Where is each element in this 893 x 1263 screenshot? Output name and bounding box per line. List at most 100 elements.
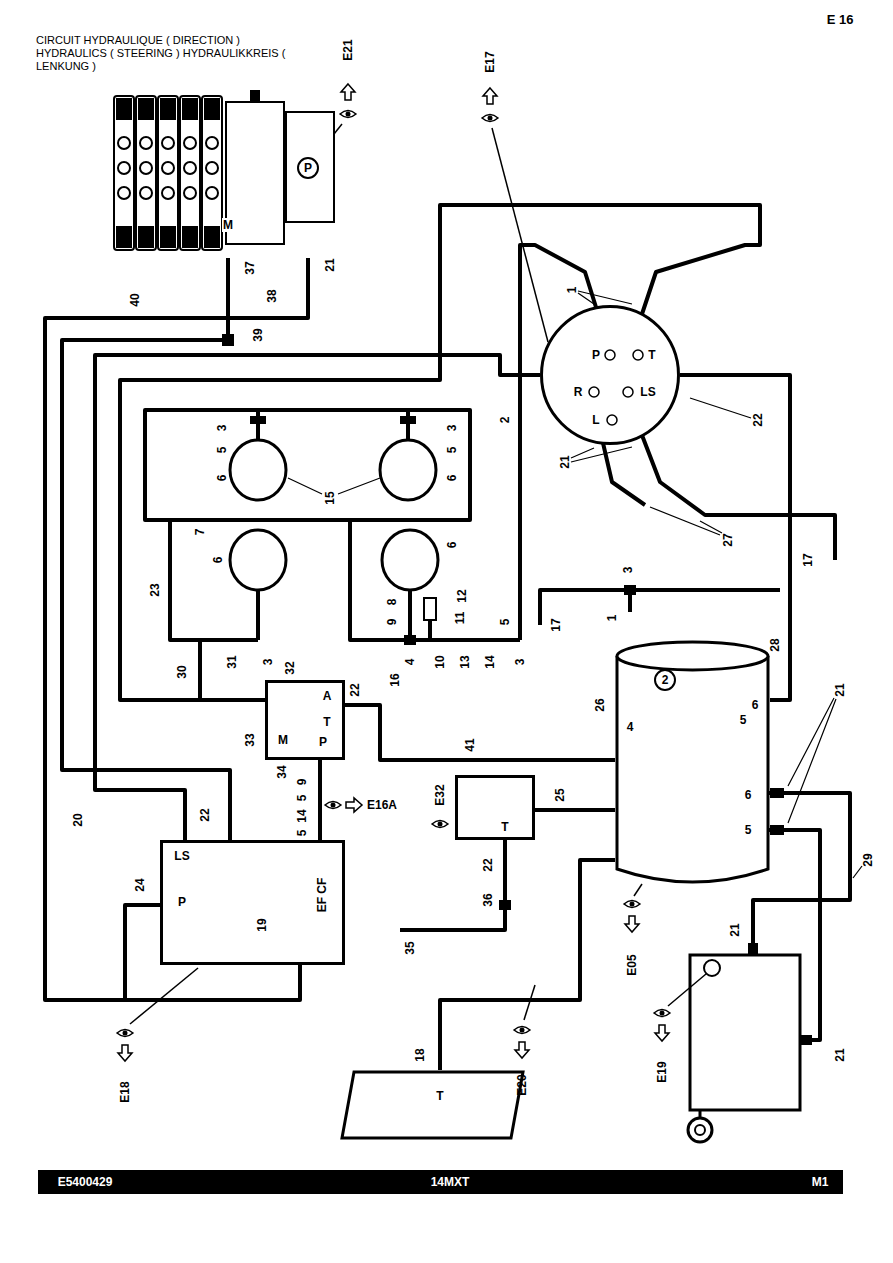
pointer-line — [634, 884, 642, 896]
callout-number: 22 — [348, 683, 362, 696]
callout-number: 5 — [215, 447, 229, 454]
hose-fitting — [748, 943, 758, 955]
page-reference: E16A — [367, 798, 397, 812]
leader-line — [571, 447, 632, 462]
port-letter: T — [323, 715, 330, 729]
valve-block: ATMP — [265, 680, 345, 760]
solenoid — [204, 98, 220, 120]
port-plug — [140, 187, 152, 199]
port-symbol — [623, 387, 633, 397]
callout-number: 32 — [283, 661, 297, 674]
hydraulic-tank: 246565 — [615, 640, 770, 885]
port-plug — [184, 162, 196, 174]
hose-line — [258, 410, 408, 440]
inlet-body — [226, 102, 284, 244]
port-plug — [184, 187, 196, 199]
callout-number: 11 — [453, 612, 467, 625]
hose-line — [120, 205, 760, 700]
callout-number: 31 — [225, 655, 239, 668]
callout-number: 15 — [323, 491, 337, 504]
cylinder-gauge — [704, 960, 720, 976]
port-letter: 5 — [745, 823, 752, 837]
callout-number: 21 — [833, 683, 847, 696]
eye-pupil — [660, 1011, 665, 1016]
port-ring — [298, 158, 318, 178]
callout-number: 3 — [445, 425, 459, 432]
callout-number: 29 — [861, 853, 875, 866]
port-letter: EF CF — [315, 878, 329, 913]
eye-pupil — [438, 822, 443, 827]
port-symbol — [607, 415, 617, 425]
callout-number: 23 — [148, 583, 162, 596]
callout-number: 6 — [211, 557, 225, 564]
port-symbol — [633, 350, 643, 360]
rod-eye-hole — [695, 1125, 705, 1135]
callout-number: 16 — [388, 673, 402, 686]
solenoid — [116, 226, 132, 248]
port-plug — [118, 137, 130, 149]
port-letter: M — [222, 218, 234, 232]
callout-number: 14 — [483, 655, 497, 668]
eye-symbol — [624, 901, 640, 908]
hose-line — [535, 808, 615, 812]
accumulator — [230, 530, 286, 590]
callout-number: 33 — [243, 733, 257, 746]
port-letter: LS — [640, 385, 655, 399]
port-plug — [118, 187, 130, 199]
leader-line — [578, 291, 632, 304]
eye-pupil — [346, 112, 351, 117]
callout-number: 10 — [433, 655, 447, 668]
box-outline — [457, 777, 534, 839]
callout-number: 19 — [255, 918, 269, 931]
port-letter: P — [178, 895, 186, 909]
port-letter: P — [303, 161, 313, 175]
port-plug — [118, 162, 130, 174]
footer-code: M1 — [812, 1175, 829, 1189]
return-block-outline — [340, 1070, 525, 1140]
port-letter: 2 — [662, 673, 669, 687]
valve-section — [180, 96, 200, 250]
eye-symbol — [654, 1010, 670, 1017]
pointer-line — [668, 974, 706, 1006]
hose-line — [600, 430, 835, 560]
callout-number: 6 — [445, 475, 459, 482]
hose-line — [540, 590, 780, 625]
port-plug — [162, 162, 174, 174]
port-plug — [140, 162, 152, 174]
page-reference: E05 — [625, 954, 639, 975]
port-plug — [184, 137, 196, 149]
page-reference: E19 — [655, 1061, 669, 1082]
port-plug — [140, 137, 152, 149]
solenoid — [138, 98, 154, 120]
eye-symbol — [514, 1027, 530, 1034]
steering-cylinder — [690, 955, 800, 1110]
reference-arrow — [625, 916, 639, 932]
callout-number: 25 — [553, 788, 567, 801]
port-symbol — [589, 387, 599, 397]
callout-number: 27 — [721, 533, 735, 546]
port-letter: L — [592, 413, 599, 427]
page-reference: E32 — [433, 784, 447, 805]
port-letter: P — [319, 735, 327, 749]
callout-number: 3 — [513, 659, 527, 666]
callout-number: 22 — [751, 413, 765, 426]
callout-number: 35 — [403, 941, 417, 954]
tee-fitting — [250, 416, 266, 424]
footer-code: E5400429 — [58, 1175, 113, 1189]
hose-fitting — [770, 788, 784, 798]
accumulator — [230, 440, 286, 500]
callout-number: 3 — [215, 425, 229, 432]
accumulator — [382, 530, 438, 590]
solenoid — [182, 98, 198, 120]
reference-arrow — [341, 84, 355, 100]
control-valve: MP — [110, 88, 338, 258]
hose-line — [440, 860, 615, 1070]
end-block — [286, 112, 334, 222]
pressure-switch — [424, 598, 436, 620]
tee-fitting — [624, 585, 636, 595]
valve-section — [114, 96, 134, 250]
leader-line — [650, 507, 722, 535]
reference-arrow — [346, 798, 362, 812]
